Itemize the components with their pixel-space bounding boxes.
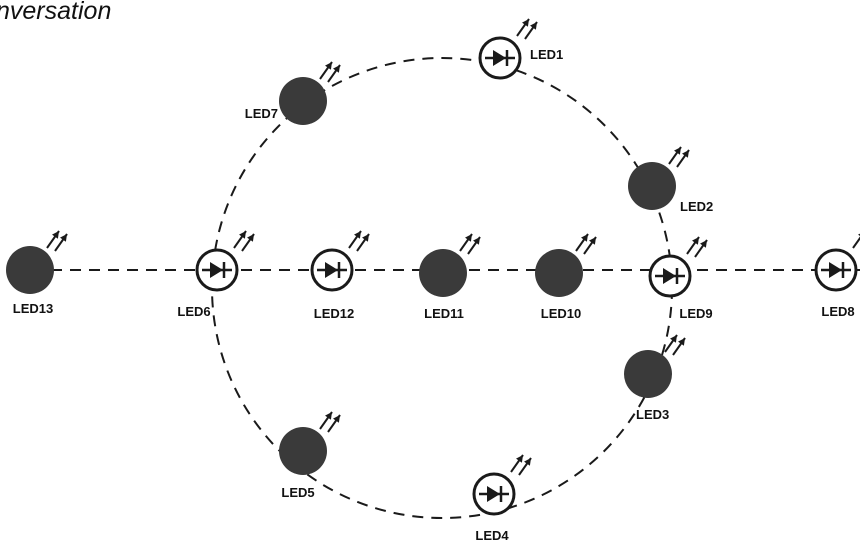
led8-light-arrow-1-shaft [852,236,860,249]
led11-light-arrow-2-head [473,237,480,245]
led4-light-arrow-2-head [524,458,531,466]
led2-off-icon [628,162,676,210]
led5-light-arrow-2-head [333,415,340,423]
led3-light-arrow-1-head [670,335,677,343]
led7-light-arrow-2-head [333,65,340,73]
led5-light-arrow-1-head [325,412,332,420]
led1-diode-anode-icon [493,50,506,66]
led6-group: LED6 [177,230,255,319]
led9-group: LED9 [648,236,713,321]
led4-diode-anode-icon [487,486,500,502]
led9-light-arrow-1-head [692,237,699,245]
led12-label: LED12 [314,306,354,321]
led2-light-arrow-2-head [682,150,689,158]
led13-light-arrow-1-head [52,231,59,239]
led9-label: LED9 [679,306,712,321]
led8-diode-anode-icon [829,262,842,278]
led3-light-arrow-2-head [678,338,685,346]
led3-label: LED3 [636,407,669,422]
led11-group: LED11 [419,233,481,321]
led7-light-arrow-1-head [325,62,332,70]
led8-label: LED8 [821,304,854,319]
led3-group: LED3 [624,334,686,422]
led8-group: LED8 [814,233,860,319]
led11-label: LED11 [424,306,464,321]
led1-label: LED1 [530,47,563,62]
led1-light-arrow-1-head [522,19,529,27]
caption-text: nversation [0,0,111,25]
led11-light-arrow-1-head [465,234,472,242]
led7-label: LED7 [245,106,278,121]
led10-light-arrow-1-head [581,234,588,242]
led12-diode-anode-icon [325,262,338,278]
led4-group: LED4 [472,454,532,543]
led10-group: LED10 [535,233,597,321]
led2-light-arrow-1-head [674,147,681,155]
led10-light-arrow-2-head [589,237,596,245]
led6-diode-anode-icon [210,262,223,278]
led13-light-arrow-2-head [60,234,67,242]
led1-group: LED1 [478,18,563,80]
led5-off-icon [279,427,327,475]
led10-off-icon [535,249,583,297]
led10-label: LED10 [541,306,581,321]
led5-group: LED5 [279,411,341,500]
led4-label: LED4 [475,528,509,543]
led2-group: LED2 [628,146,713,214]
led13-off-icon [6,246,54,294]
led5-label: LED5 [281,485,314,500]
led9-diode-anode-icon [663,268,676,284]
led4-light-arrow-1-head [516,455,523,463]
led7-off-icon [279,77,327,125]
led7-group: LED7 [245,61,341,125]
led12-light-arrow-1-head [354,231,361,239]
led13-label: LED13 [13,301,53,316]
led2-label: LED2 [680,199,713,214]
led9-light-arrow-2-head [700,240,707,248]
led3-off-icon [624,350,672,398]
led1-light-arrow-2-head [530,22,537,30]
led6-label: LED6 [177,304,210,319]
led12-light-arrow-2-head [362,234,369,242]
led11-off-icon [419,249,467,297]
led13-group: LED13 [6,230,68,316]
led12-group: LED12 [310,230,370,321]
led6-light-arrow-2-head [247,234,254,242]
led6-light-arrow-1-head [239,231,246,239]
